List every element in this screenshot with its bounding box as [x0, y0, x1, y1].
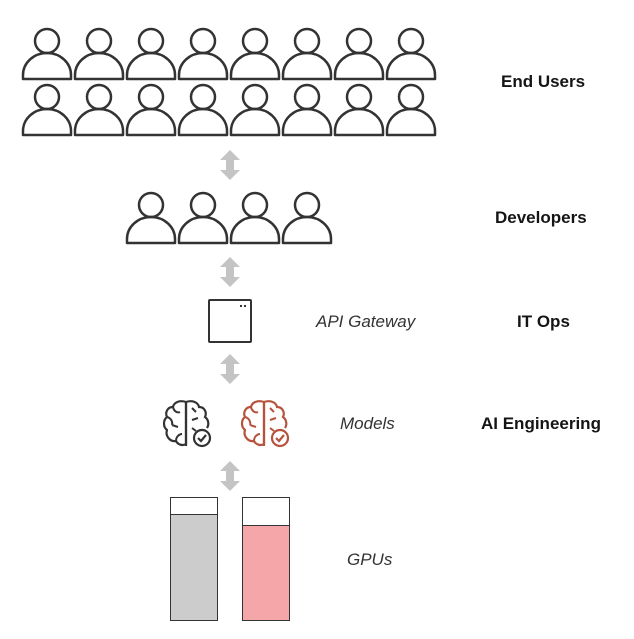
- person-icon: [333, 27, 385, 81]
- person-icon: [125, 27, 177, 81]
- brain-model-icon: [162, 400, 212, 448]
- gpu-utilization-fill: [171, 514, 217, 620]
- gpus-label: GPUs: [347, 550, 393, 569]
- end-users-label: End Users: [501, 72, 586, 91]
- person-icon: [229, 191, 281, 245]
- bidirectional-arrow-icon: [220, 150, 240, 180]
- person-icon: [333, 83, 385, 137]
- gpu-bar: [170, 497, 218, 621]
- person-icon: [177, 27, 229, 81]
- person-icon: [229, 27, 281, 81]
- person-icon: [21, 27, 73, 81]
- person-icon: [281, 191, 333, 245]
- developers-label: Developers: [495, 208, 587, 227]
- models-label: Models: [340, 414, 395, 433]
- bidirectional-arrow-icon: [220, 257, 240, 287]
- person-icon: [385, 27, 437, 81]
- person-icon: [177, 83, 229, 137]
- person-icon: [73, 27, 125, 81]
- person-icon: [385, 83, 437, 137]
- api-gateway-icon: [208, 299, 252, 343]
- it-ops-label: IT Ops: [517, 312, 570, 331]
- bidirectional-arrow-icon: [220, 461, 240, 491]
- person-icon: [125, 83, 177, 137]
- gpu-utilization-fill: [243, 525, 289, 620]
- person-icon: [281, 83, 333, 137]
- person-icon: [21, 83, 73, 137]
- person-icon: [281, 27, 333, 81]
- bidirectional-arrow-icon: [220, 354, 240, 384]
- brain-model-icon: [240, 400, 290, 448]
- api-gateway-label: API Gateway: [316, 312, 416, 331]
- person-icon: [125, 191, 177, 245]
- ai-engineering-label: AI Engineering: [481, 414, 601, 433]
- person-icon: [177, 191, 229, 245]
- person-icon: [73, 83, 125, 137]
- gpu-bar: [242, 497, 290, 621]
- person-icon: [229, 83, 281, 137]
